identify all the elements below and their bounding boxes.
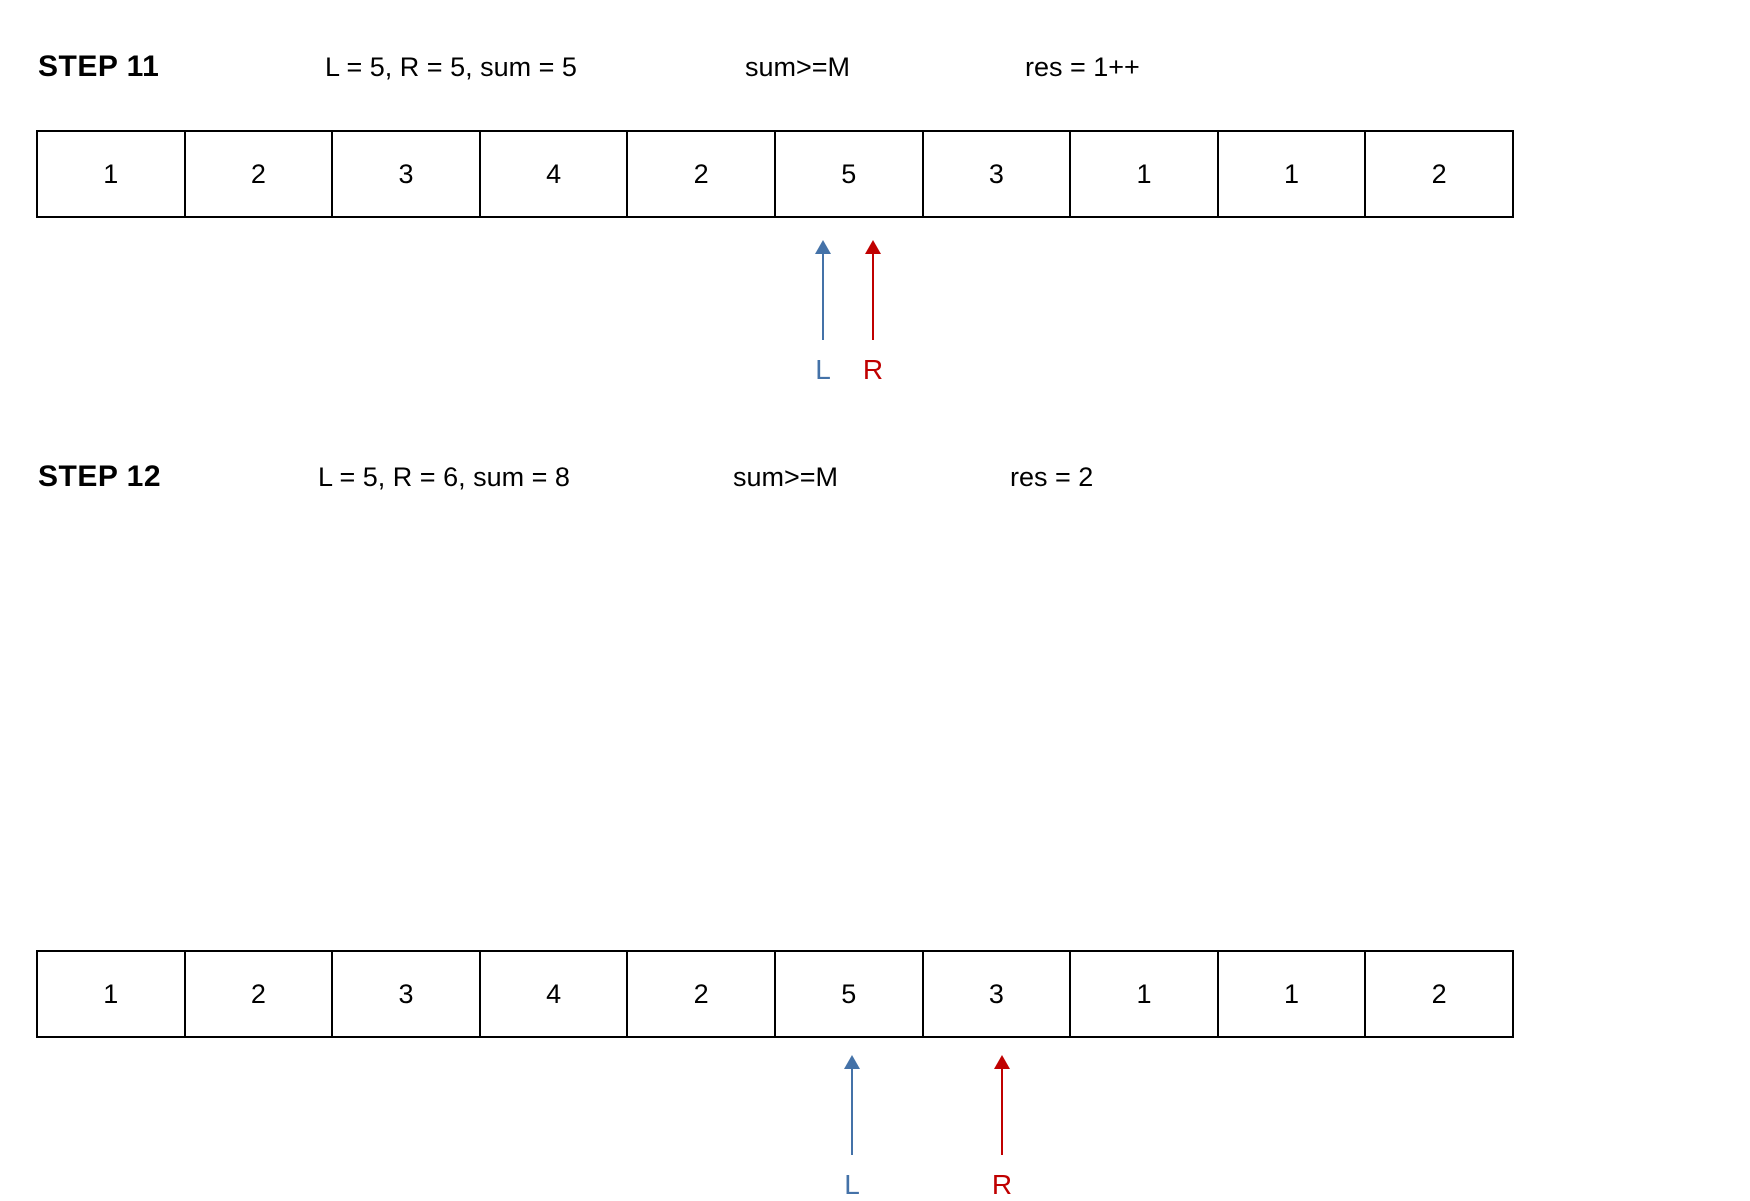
array-cell: 3 bbox=[333, 952, 481, 1036]
arrow-stem bbox=[851, 1069, 853, 1155]
step-12-array: 1 2 3 4 2 5 3 1 1 2 bbox=[36, 950, 1514, 1038]
step-12-state-variables: L = 5, R = 6, sum = 8 bbox=[318, 462, 570, 492]
step-11-header: STEP 11 L = 5, R = 5, sum = 5 sum>=M res… bbox=[0, 0, 1750, 83]
array-cell: 1 bbox=[1071, 132, 1219, 216]
right-pointer-label: R bbox=[991, 1169, 1013, 1200]
array-cell: 1 bbox=[1219, 952, 1367, 1036]
step-11-array: 1 2 3 4 2 5 3 1 1 2 bbox=[36, 130, 1514, 218]
step-11-condition: sum>=M bbox=[745, 52, 851, 82]
arrow-up-icon bbox=[844, 1055, 860, 1069]
array-cell: 2 bbox=[186, 952, 334, 1036]
step-12-header: STEP 12 L = 5, R = 6, sum = 8 sum>=M res… bbox=[0, 410, 1750, 493]
array-cell: 1 bbox=[38, 952, 186, 1036]
array-cell: 2 bbox=[628, 132, 776, 216]
array-cell: 3 bbox=[924, 132, 1072, 216]
step-11-state-variables: L = 5, R = 5, sum = 5 bbox=[325, 52, 577, 82]
arrow-stem bbox=[872, 254, 874, 340]
array-cell: 1 bbox=[38, 132, 186, 216]
array-cell: 4 bbox=[481, 132, 629, 216]
array-cell: 3 bbox=[924, 952, 1072, 1036]
arrow-stem bbox=[822, 254, 824, 340]
step-block-11: STEP 11 L = 5, R = 5, sum = 5 sum>=M res… bbox=[0, 0, 1750, 385]
step-11-result: res = 1++ bbox=[1025, 52, 1140, 82]
step-12-condition: sum>=M bbox=[733, 462, 839, 492]
arrow-up-icon bbox=[815, 240, 831, 254]
step-12-title: STEP 12 bbox=[38, 460, 162, 493]
array-cell: 1 bbox=[1071, 952, 1219, 1036]
left-pointer-label: L bbox=[844, 1169, 860, 1200]
step-11-title: STEP 11 bbox=[38, 50, 160, 83]
array-cell: 2 bbox=[628, 952, 776, 1036]
arrow-up-icon bbox=[865, 240, 881, 254]
array-cell: 2 bbox=[1431, 158, 1447, 189]
array-cell: 2 bbox=[1431, 978, 1447, 1009]
right-pointer-label: R bbox=[862, 354, 884, 385]
arrow-stem bbox=[1001, 1069, 1003, 1155]
array-cell: 2 bbox=[186, 132, 334, 216]
array-cell: 4 bbox=[481, 952, 629, 1036]
arrow-up-icon bbox=[994, 1055, 1010, 1069]
array-cell: 5 bbox=[776, 132, 924, 216]
array-cell: 3 bbox=[333, 132, 481, 216]
left-pointer-label: L bbox=[815, 354, 831, 385]
step-block-12: STEP 12 L = 5, R = 6, sum = 8 sum>=M res… bbox=[0, 410, 1750, 1200]
step-12-result: res = 2 bbox=[1010, 462, 1094, 492]
array-cell: 5 bbox=[776, 952, 924, 1036]
array-cell: 1 bbox=[1219, 132, 1367, 216]
